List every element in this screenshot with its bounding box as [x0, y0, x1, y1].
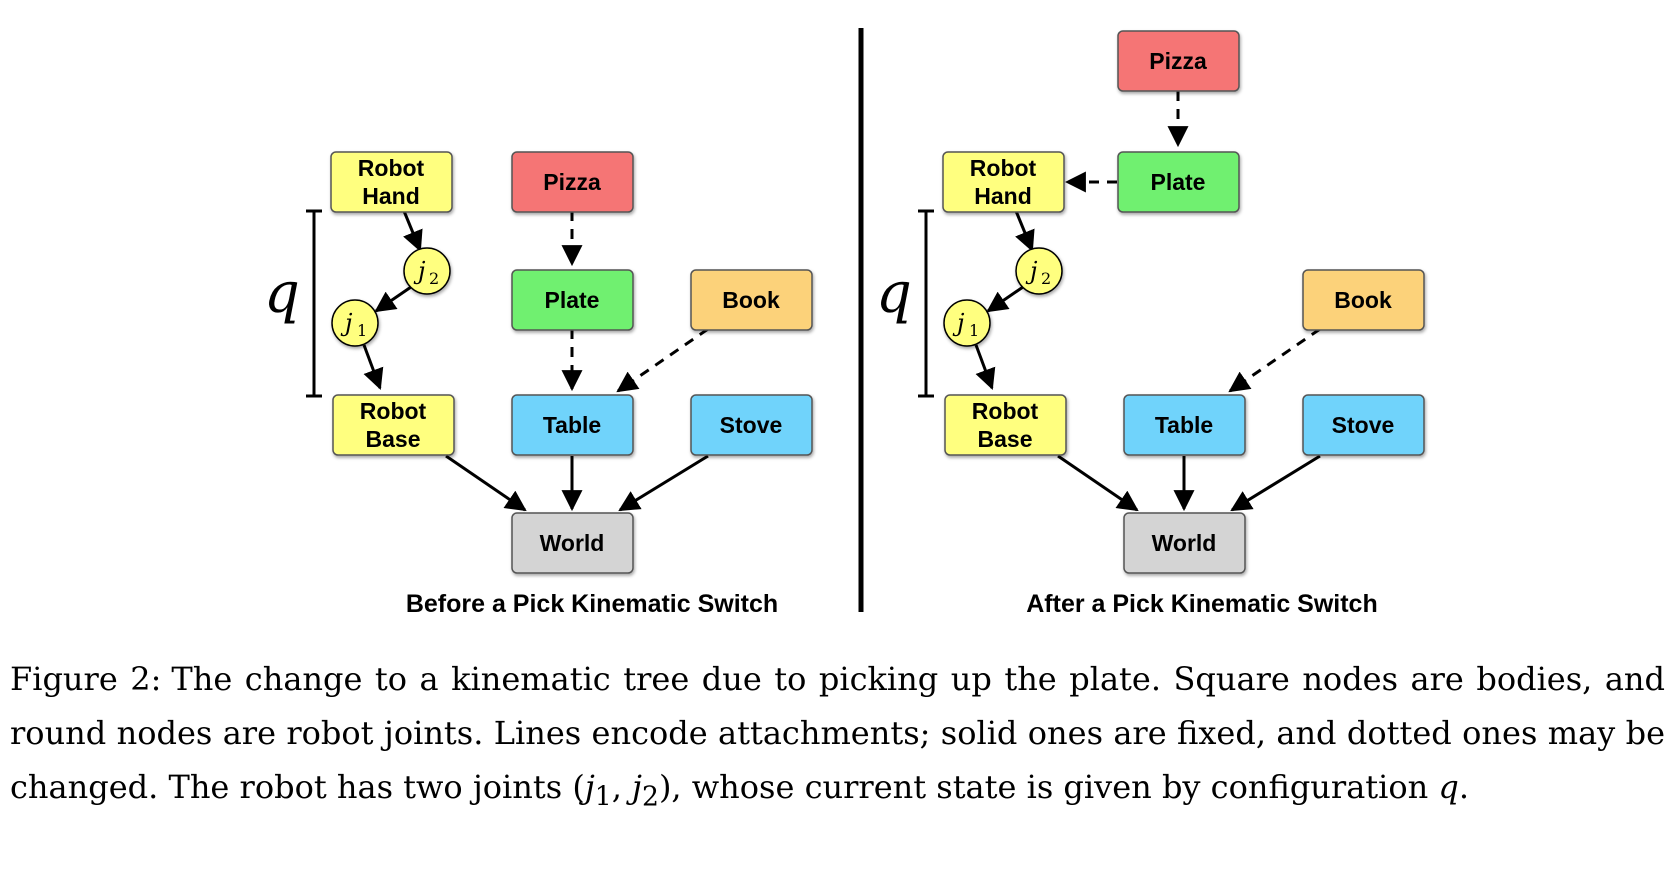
joint-j2-after: j 2 — [1015, 247, 1063, 295]
caption-q: q — [1438, 768, 1459, 806]
edge-j2-to-j1-after — [986, 285, 1024, 313]
edge-book-to-table-after — [1228, 327, 1321, 393]
svg-text:Book: Book — [1334, 287, 1392, 313]
caption-j1-sub: 1 — [594, 781, 612, 813]
edge-stove-to-world — [618, 454, 709, 512]
svg-text:Hand: Hand — [974, 183, 1032, 209]
svg-text:1: 1 — [357, 321, 367, 340]
before-panel-title: Before a Pick Kinematic Switch — [406, 590, 778, 618]
edge-j1-to-robot-base — [362, 344, 384, 390]
svg-text:Table: Table — [1155, 412, 1213, 438]
node-stove-after: Stove — [1302, 394, 1425, 456]
caption-text-2: ), whose current state is given by confi… — [658, 768, 1439, 806]
after-panel: q Pizza Plate Robot Hand j 2 j 1 Book — [876, 30, 1425, 618]
svg-text:Base: Base — [366, 426, 421, 452]
node-world: World — [511, 512, 634, 574]
node-robot-base: Robot Base — [332, 394, 455, 456]
after-edges — [974, 91, 1321, 512]
svg-text:World: World — [540, 530, 605, 556]
node-stove: Stove — [690, 394, 813, 456]
node-robot-base-after: Robot Base — [944, 394, 1067, 456]
svg-text:Plate: Plate — [545, 287, 600, 313]
node-pizza: Pizza — [511, 151, 634, 213]
node-robot-hand-after: Robot Hand — [942, 151, 1065, 213]
joint-j2: j 2 — [403, 247, 451, 295]
svg-text:Hand: Hand — [362, 183, 420, 209]
svg-text:Pizza: Pizza — [1149, 48, 1207, 74]
node-pizza-after: Pizza — [1117, 30, 1240, 92]
node-robot-hand: Robot Hand — [330, 151, 453, 213]
edge-j1-to-robot-base-after — [974, 344, 996, 390]
svg-text:Robot: Robot — [972, 398, 1039, 424]
node-plate: Plate — [511, 269, 634, 331]
svg-text:Plate: Plate — [1151, 169, 1206, 195]
node-table: Table — [511, 394, 634, 456]
edge-robot-base-to-world-after — [1057, 454, 1139, 512]
caption-label: Figure 2: — [10, 660, 162, 698]
svg-text:Robot: Robot — [970, 155, 1037, 181]
svg-text:Robot: Robot — [358, 155, 425, 181]
caption-j2: j — [632, 768, 642, 806]
svg-text:Table: Table — [543, 412, 601, 438]
svg-text:1: 1 — [969, 321, 979, 340]
config-bracket — [306, 209, 322, 398]
caption-comma: , — [611, 768, 633, 806]
before-edges — [362, 210, 709, 512]
edge-stove-to-world-after — [1230, 454, 1321, 512]
svg-text:Book: Book — [722, 287, 780, 313]
svg-text:Pizza: Pizza — [543, 169, 601, 195]
before-panel: q Robot Hand Pizza j 2 j 1 Plate Book — [264, 151, 813, 618]
kinematic-tree-figure: q Robot Hand Pizza j 2 j 1 Plate Book — [264, 28, 1425, 618]
svg-text:World: World — [1152, 530, 1217, 556]
node-table-after: Table — [1123, 394, 1246, 456]
config-q-label-after: q — [876, 261, 912, 326]
node-book-after: Book — [1302, 269, 1425, 331]
node-plate-after: Plate — [1117, 151, 1240, 213]
edge-robot-hand-to-j2-after — [1014, 210, 1035, 252]
edge-j2-to-j1 — [374, 285, 412, 313]
caption-j2-sub: 2 — [641, 781, 659, 813]
svg-text:Base: Base — [978, 426, 1033, 452]
config-q-label: q — [264, 261, 300, 326]
svg-text:2: 2 — [1041, 269, 1051, 288]
joint-j1: j 1 — [331, 299, 379, 347]
svg-text:2: 2 — [429, 269, 439, 288]
figure-caption: Figure 2:The change to a kinematic tree … — [10, 652, 1665, 824]
after-panel-title: After a Pick Kinematic Switch — [1026, 590, 1378, 618]
node-book: Book — [690, 269, 813, 331]
edge-robot-base-to-world — [445, 454, 527, 512]
caption-end: . — [1458, 768, 1470, 806]
config-bracket-after — [918, 209, 934, 398]
caption-j1: j — [584, 768, 595, 806]
caption-text-1: The change to a kinematic tree due to pi… — [10, 660, 1666, 806]
svg-text:Stove: Stove — [1332, 412, 1395, 438]
svg-text:Stove: Stove — [720, 412, 783, 438]
edge-book-to-table — [616, 327, 709, 393]
node-world-after: World — [1123, 512, 1246, 574]
svg-text:Robot: Robot — [360, 398, 427, 424]
joint-j1-after: j 1 — [943, 299, 991, 347]
edge-robot-hand-to-j2 — [402, 210, 423, 252]
